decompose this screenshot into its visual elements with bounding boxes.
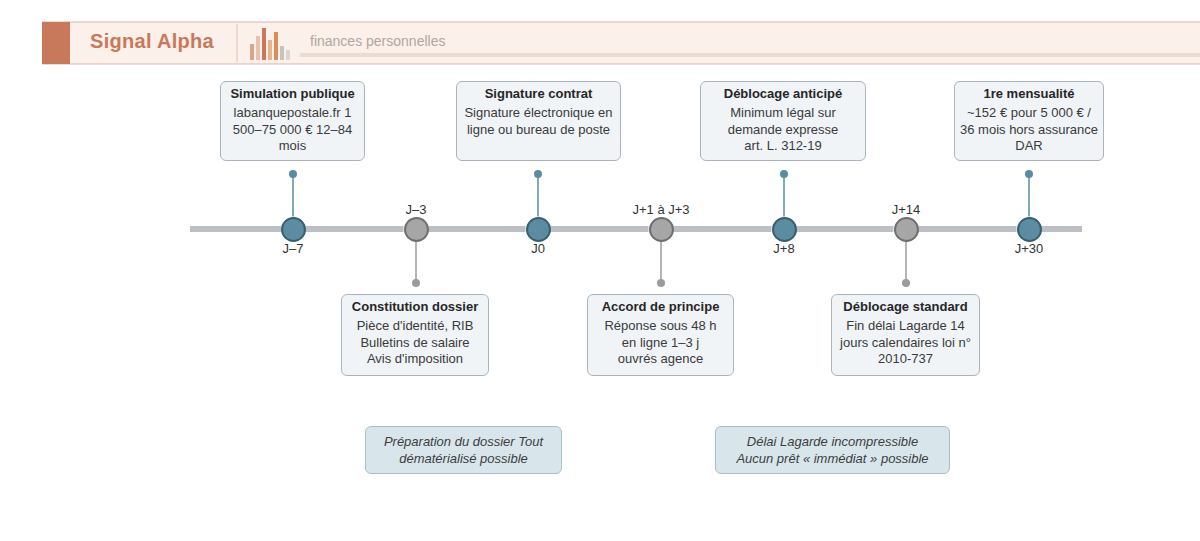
timeline-milestone: J+14 bbox=[894, 217, 919, 242]
timeline-milestone: J–3 bbox=[404, 217, 429, 242]
step-detail: Minimum légal sur demande expresse art. … bbox=[719, 105, 847, 155]
timeline-milestone: J–7 bbox=[281, 217, 306, 242]
timeline-segment bbox=[919, 226, 1017, 232]
timeline-segment bbox=[429, 226, 526, 232]
step-heading: Signature contrat bbox=[485, 85, 593, 102]
timeline-milestone: J+30 bbox=[1017, 217, 1042, 242]
brand-title: Signal Alpha bbox=[90, 30, 214, 53]
timeline-milestone: J+1 à J+3 bbox=[649, 217, 674, 242]
timeline-segment bbox=[797, 226, 894, 232]
step-detail: Pièce d'identité, RIB Bulletins de salai… bbox=[351, 318, 479, 368]
step-box: Accord de principeRéponse sous 48 h en l… bbox=[587, 294, 734, 376]
day-label: J+1 à J+3 bbox=[632, 202, 689, 217]
header-rule bbox=[42, 64, 1200, 65]
bar-icon bbox=[250, 28, 290, 60]
timeline-segment bbox=[551, 226, 649, 232]
day-label: J+30 bbox=[1015, 241, 1044, 256]
day-label: J–7 bbox=[283, 241, 304, 256]
leader-stem bbox=[537, 174, 539, 217]
timeline-milestone: J+8 bbox=[772, 217, 797, 242]
timeline-track bbox=[190, 226, 281, 232]
step-box: Simulation publique labanquepostale.fr 1 … bbox=[220, 81, 365, 161]
header-accent bbox=[42, 22, 70, 64]
leader-stem bbox=[905, 242, 907, 284]
timeline-segment bbox=[674, 226, 772, 232]
note-box: Délai Lagarde incompressible Aucun prêt … bbox=[715, 426, 950, 474]
step-heading: Déblocage anticipé bbox=[724, 85, 842, 102]
day-label: J+14 bbox=[892, 202, 921, 217]
step-detail: labanquepostale.fr 1 500–75 000 € 12–84 … bbox=[231, 105, 355, 155]
header-divider bbox=[237, 24, 238, 62]
step-heading: Simulation publique bbox=[230, 85, 354, 102]
step-box: Signature contratSignature électronique … bbox=[456, 81, 621, 161]
header-rule bbox=[42, 22, 1200, 23]
leader-stem bbox=[1028, 174, 1030, 217]
step-heading: 1re mensualité bbox=[983, 85, 1074, 102]
note-text: Préparation du dossier Tout dématérialis… bbox=[378, 433, 550, 467]
leader-stem bbox=[783, 174, 785, 217]
timeline-track bbox=[1041, 226, 1082, 232]
day-label: J–3 bbox=[406, 202, 427, 217]
step-detail: Réponse sous 48 h en ligne 1–3 j ouvrés … bbox=[602, 318, 720, 368]
section-label: finances personnelles bbox=[310, 33, 445, 49]
step-detail: Signature électronique en ligne ou burea… bbox=[464, 105, 614, 138]
day-label: J+8 bbox=[773, 241, 794, 256]
header-bar bbox=[300, 53, 1200, 57]
step-heading: Déblocage standard bbox=[843, 298, 967, 315]
timeline-segment bbox=[306, 226, 404, 232]
leader-stem bbox=[415, 242, 417, 284]
step-detail: ~152 € pour 5 000 € / 36 mois hors assur… bbox=[960, 105, 1098, 155]
step-box: Constitution dossierPièce d'identité, RI… bbox=[341, 294, 489, 376]
step-detail: Fin délai Lagarde 14 jours calendaires l… bbox=[839, 318, 973, 368]
step-box: Déblocage standardFin délai Lagarde 14 j… bbox=[831, 294, 980, 376]
step-heading: Constitution dossier bbox=[352, 298, 478, 315]
leader-stem bbox=[660, 242, 662, 284]
step-box: Déblocage anticipéMinimum légal sur dema… bbox=[700, 81, 866, 161]
note-box: Préparation du dossier Tout dématérialis… bbox=[365, 426, 562, 474]
note-text: Délai Lagarde incompressible Aucun prêt … bbox=[730, 433, 935, 467]
step-box: 1re mensualité ~152 € pour 5 000 € / 36 m… bbox=[954, 81, 1104, 161]
day-label: J0 bbox=[531, 241, 545, 256]
leader-stem bbox=[292, 174, 294, 217]
timeline-milestone: J0 bbox=[526, 217, 551, 242]
step-heading: Accord de principe bbox=[602, 298, 720, 315]
header-band bbox=[42, 22, 1200, 64]
